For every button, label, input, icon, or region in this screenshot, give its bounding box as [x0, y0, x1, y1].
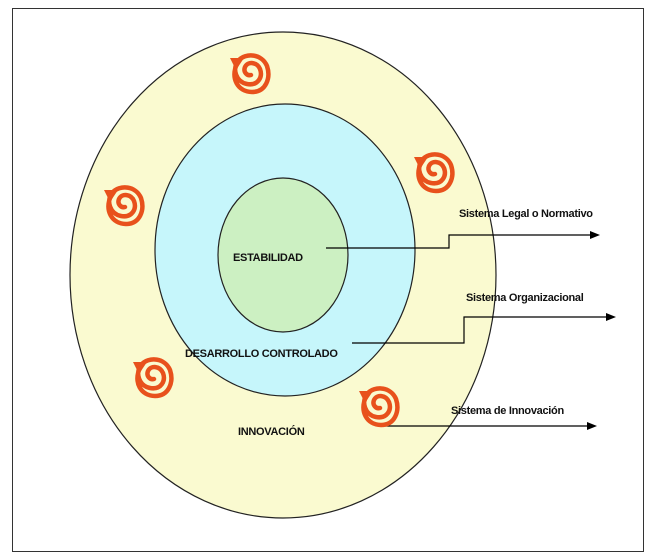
label-desarrollo-controlado: DESARROLLO CONTROLADO [185, 348, 338, 360]
connector-innovation [383, 422, 597, 430]
label-innovacion: INNOVACIÓN [238, 426, 305, 438]
label-sistema-innovacion: Sistema de Innovación [451, 405, 564, 417]
connector-legal [326, 231, 600, 249]
label-sistema-organizacional: Sistema Organizacional [466, 292, 584, 304]
label-estabilidad: ESTABILIDAD [233, 252, 303, 264]
label-sistema-legal: Sistema Legal o Normativo [459, 208, 593, 220]
connector-organizational [352, 313, 616, 344]
inner-ring [217, 177, 349, 333]
